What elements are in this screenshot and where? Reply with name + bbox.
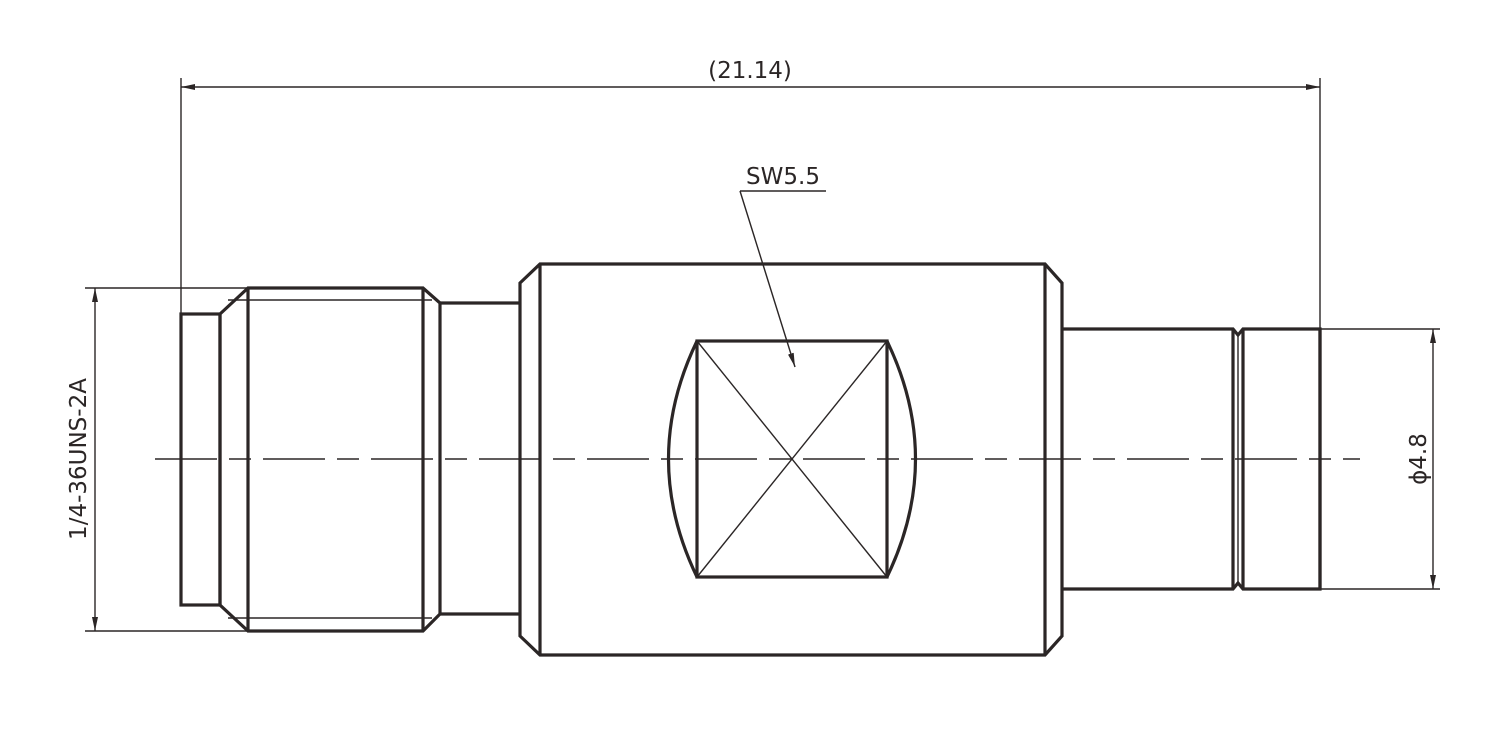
length-dimension: (21.14) [180, 58, 1321, 329]
diameter-label: ϕ4.8 [1406, 433, 1432, 485]
thread-dimension: 1/4-36UNS-2A [66, 287, 248, 632]
hex-body [518, 262, 1064, 657]
wrench-size-label: SW5.5 [746, 164, 820, 190]
diameter-dimension: ϕ4.8 [1320, 328, 1440, 590]
tail-section [1062, 327, 1322, 591]
wrench-size-leader: SW5.5 [739, 164, 826, 368]
length-label: (21.14) [708, 58, 792, 84]
thread-label: 1/4-36UNS-2A [66, 378, 92, 540]
neck [440, 301, 520, 616]
